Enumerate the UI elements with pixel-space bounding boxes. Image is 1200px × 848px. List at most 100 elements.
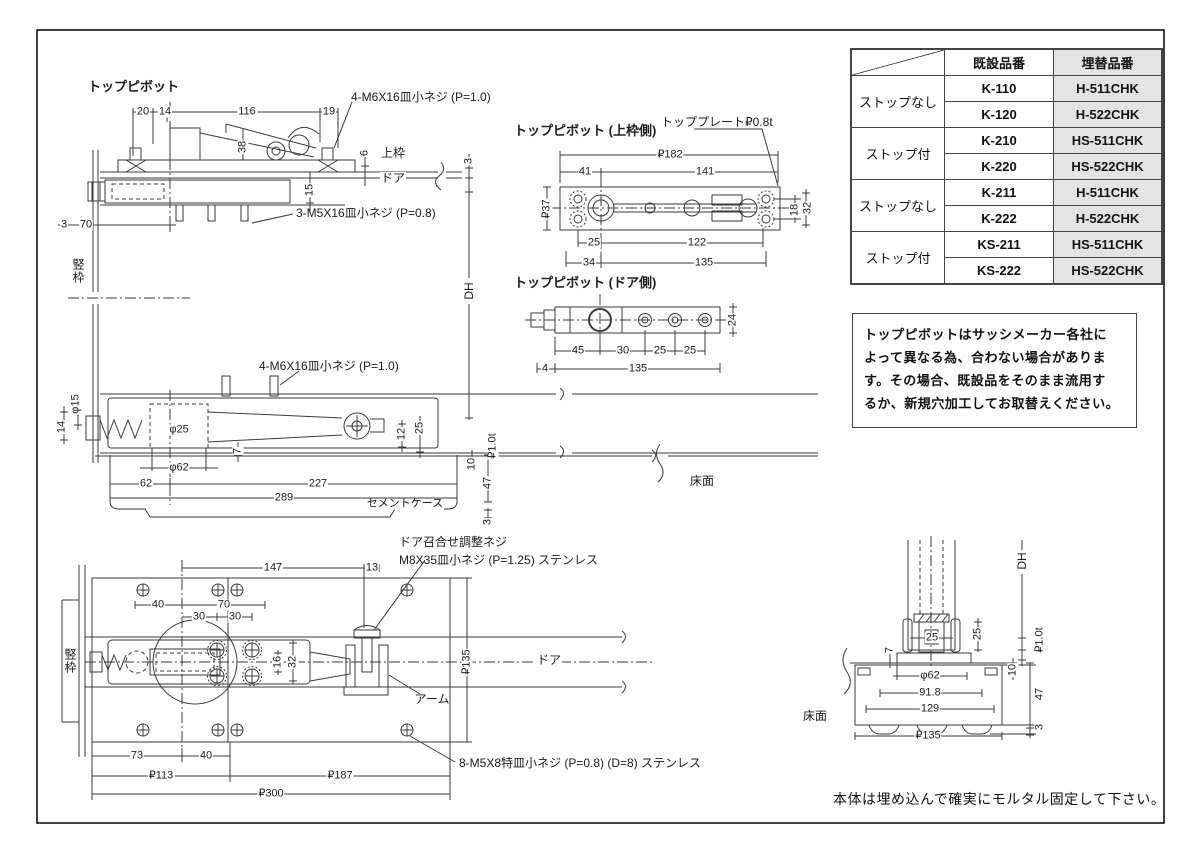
- dim-label: 25: [682, 344, 698, 357]
- dim-label: 135: [627, 362, 649, 375]
- column-header-existing: 既設品番: [944, 48, 1054, 76]
- group-label: ストップ付: [850, 127, 945, 180]
- dim-label: 25: [652, 344, 668, 357]
- dim-label: 30: [191, 610, 207, 623]
- dim-label: 40: [150, 598, 166, 611]
- table-row: ストップなし K-211 H-511CHK: [850, 179, 1163, 232]
- dim-label: 70: [78, 218, 94, 231]
- jamb-label: 竪枠: [71, 258, 85, 284]
- dim-label: 122: [686, 236, 708, 249]
- dim-label: 289: [273, 491, 295, 504]
- dim-label: 62: [138, 477, 154, 490]
- dim-label: 40: [198, 749, 214, 762]
- frame-label: 上枠: [380, 146, 407, 160]
- existing-part: K-222: [944, 205, 1054, 232]
- dim-label: 16: [271, 654, 284, 670]
- note-line: よって異なる為、合わない場合がありま: [864, 350, 1106, 365]
- dim-label: 30: [227, 610, 243, 623]
- dim-label: 25: [924, 631, 940, 644]
- dim-label: 19: [321, 105, 337, 118]
- jamb-label: 竪枠: [63, 648, 77, 674]
- dim-label: φ25: [168, 423, 190, 436]
- dim-label: 14: [55, 419, 68, 435]
- screw-note: 3-M5X16皿小ネジ (P=0.8): [296, 206, 436, 220]
- dim-label: φ62: [168, 461, 190, 474]
- dim-label: 18: [788, 202, 801, 218]
- door-plate-title: トップピボット (ドア側): [514, 275, 657, 290]
- dim-label: 45: [570, 344, 586, 357]
- replacement-part: H-511CHK: [1053, 179, 1163, 206]
- dim-label: 7: [883, 645, 896, 655]
- dim-label: 38: [236, 139, 249, 155]
- door-height-label: DH: [1015, 551, 1029, 571]
- screw-note: 8-M5X8特皿小ネジ (P=0.8) (D=8) ステンレス: [459, 756, 702, 770]
- dim-label: 3: [59, 218, 69, 231]
- table-row: K-222 H-522CHK: [851, 205, 1163, 232]
- dim-label: 141: [694, 165, 716, 178]
- dim-label: 10: [1006, 662, 1019, 678]
- dim-label: 30: [615, 344, 631, 357]
- frame-plate-title: トップピボット (上枠側): [514, 123, 657, 138]
- dim-label: ₽1.0t: [486, 432, 499, 460]
- dim-label: φ62: [919, 669, 941, 682]
- adjust-screw-note: ドア召合せ調整ネジ: [399, 535, 508, 549]
- dim-label: ₽135: [460, 648, 473, 676]
- dim-label: 13: [364, 561, 380, 574]
- table-row: K-120 H-522CHK: [851, 101, 1163, 128]
- dim-label: 135: [693, 256, 715, 269]
- top-plate-label: トッププレート₽0.8t: [661, 115, 773, 129]
- table-row: ストップ付 KS-211 HS-511CHK: [850, 231, 1163, 285]
- replacement-part: HS-522CHK: [1053, 153, 1163, 180]
- dim-label: 116: [237, 105, 257, 118]
- replacement-part: HS-522CHK: [1053, 257, 1163, 285]
- dim-label: 25: [971, 626, 984, 642]
- floor-label: 床面: [689, 474, 715, 488]
- dim-label: 3: [481, 517, 494, 527]
- table-row: ストップ付 K-210 HS-511CHK: [850, 127, 1163, 180]
- mortar-fixing-note: 本体は埋め込んで確実にモルタル固定して下さい。: [833, 791, 1166, 807]
- existing-part: KS-222: [944, 257, 1054, 285]
- dim-label: 47: [1033, 686, 1046, 702]
- dim-label: 7: [231, 446, 244, 456]
- dim-label: 32: [286, 654, 299, 670]
- replacement-part: HS-511CHK: [1053, 127, 1163, 154]
- column-header-replacement: 埋替品番: [1053, 48, 1163, 76]
- top-pivot-side-title: トップピボット: [88, 79, 180, 94]
- replacement-part: H-522CHK: [1053, 101, 1163, 128]
- door-height-label: DH: [462, 281, 476, 301]
- dim-label: 25: [413, 420, 426, 436]
- dim-label: 47: [481, 475, 494, 491]
- door-label: ドア: [380, 171, 407, 185]
- top-pivot-door-plate-drawing: [525, 294, 737, 373]
- dim-label: 227: [307, 477, 329, 490]
- table-row: KS-222 HS-522CHK: [851, 257, 1163, 285]
- dim-label: 129: [919, 702, 941, 715]
- dim-label: 147: [262, 561, 284, 574]
- dim-label: ₽1.0t: [1033, 626, 1046, 654]
- sheet-border: [36, 29, 1165, 824]
- dim-label: 25: [586, 236, 602, 249]
- dim-label: 15: [303, 182, 316, 198]
- dim-label: ₽187: [326, 769, 354, 782]
- dim-label: 91.8: [918, 686, 942, 699]
- replacement-part: HS-511CHK: [1053, 231, 1163, 258]
- table-row: ストップなし K-110 H-511CHK: [850, 75, 1163, 128]
- existing-part: K-110: [944, 75, 1054, 102]
- cross-section-drawing: [842, 536, 1036, 740]
- existing-part: K-120: [944, 101, 1054, 128]
- group-label: ストップなし: [850, 179, 945, 232]
- part-number-table: 既設品番 埋替品番 ストップなし K-110 H-511CHK K-120 H-…: [850, 48, 1163, 285]
- dim-label: 41: [577, 165, 593, 178]
- dim-label: φ15: [69, 393, 82, 415]
- group-label: ストップ付: [850, 231, 945, 285]
- adjust-screw-note: M8X35皿小ネジ (P=1.25) ステンレス: [399, 553, 599, 567]
- dim-label: 3: [462, 156, 475, 166]
- dim-label: 34: [581, 256, 597, 269]
- dim-label: 4: [540, 362, 550, 375]
- group-label: ストップなし: [850, 75, 945, 128]
- dim-label: 24: [726, 312, 739, 328]
- diagonal-header-cell: [850, 48, 945, 76]
- door-label: ドア: [535, 653, 563, 667]
- replacement-part: H-511CHK: [1053, 75, 1163, 102]
- existing-part: K-211: [944, 179, 1054, 206]
